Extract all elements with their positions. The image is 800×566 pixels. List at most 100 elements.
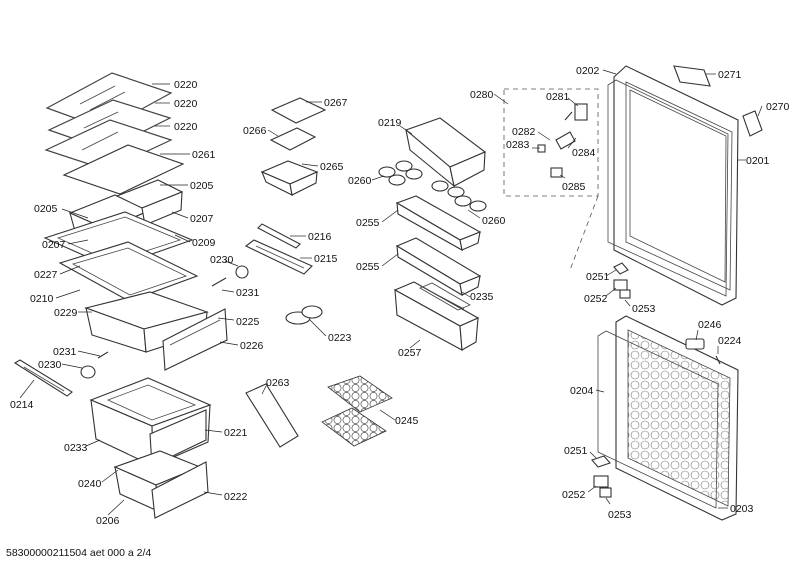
part-label: 0246 xyxy=(698,319,722,331)
part-label: 0222 xyxy=(224,491,248,503)
part-label: 0271 xyxy=(718,69,742,81)
part-label: 0229 xyxy=(54,307,78,319)
part-label: 0260 xyxy=(482,215,506,227)
part-label: 0231 xyxy=(53,346,77,358)
freezer-gasket-0204 xyxy=(597,330,719,509)
hinge-0251-upper xyxy=(613,262,629,275)
hinge-0253-upper xyxy=(619,289,631,299)
part-label: 0283 xyxy=(506,139,530,151)
egg-cups-0260-upper xyxy=(378,160,423,186)
part-label: 0267 xyxy=(324,97,348,109)
part-label: 0227 xyxy=(34,269,58,281)
freezer-basket-small-front xyxy=(151,461,209,519)
part-label: 0207 xyxy=(42,239,66,251)
part-label: 0231 xyxy=(236,287,260,299)
part-label: 0284 xyxy=(572,147,596,159)
drawer-frame-lower xyxy=(58,241,199,302)
shelf-cover-plate xyxy=(62,144,185,195)
part-label: 0223 xyxy=(328,332,352,344)
part-label: 0233 xyxy=(64,442,88,454)
part-label: 0209 xyxy=(192,237,216,249)
roller-left xyxy=(80,365,96,379)
part-label: 0240 xyxy=(78,478,102,490)
part-label: 0207 xyxy=(190,213,214,225)
leader-lines xyxy=(19,69,763,516)
egg-tray-0245-top xyxy=(327,375,393,413)
egg-cups-0260-lower xyxy=(431,180,487,212)
part-label: 0280 xyxy=(470,89,494,101)
diagram-footer: 58300000211504 aet 000 a 2/4 xyxy=(6,547,151,559)
label-0271 xyxy=(673,65,711,87)
fridge-door-0202 xyxy=(613,65,739,306)
part-label: 0219 xyxy=(378,117,402,129)
pin-left xyxy=(97,351,109,359)
egg-tray-0245-bottom xyxy=(321,407,387,447)
part-label: 0281 xyxy=(546,91,570,103)
part-label: 0265 xyxy=(320,161,344,173)
part-label: 0201 xyxy=(746,155,770,167)
part-label: 0282 xyxy=(512,126,536,138)
hinge-0251-lower xyxy=(591,455,611,468)
sheet-0266 xyxy=(269,127,317,151)
crisper-front-panel xyxy=(162,308,228,371)
part-label: 0220 xyxy=(174,79,198,91)
part-label: 0251 xyxy=(586,271,610,283)
part-label: 0224 xyxy=(718,335,742,347)
part-label: 0285 xyxy=(562,181,586,193)
part-label: 0205 xyxy=(190,180,214,192)
clips-0223 xyxy=(285,305,323,325)
part-label: 0216 xyxy=(308,231,332,243)
hinge-0253-lower xyxy=(599,487,612,498)
part-labels: 0220 0220 0220 0261 0205 0205 0207 0207 … xyxy=(10,65,790,527)
thermostat-parts xyxy=(537,103,588,178)
part-label: 0235 xyxy=(470,291,494,303)
part-label: 0260 xyxy=(348,175,372,187)
part-label: 0225 xyxy=(236,316,260,328)
part-label: 0245 xyxy=(395,415,419,427)
part-label: 0263 xyxy=(266,377,290,389)
glass-shelf-lower xyxy=(44,119,173,171)
part-label: 0251 xyxy=(564,445,588,457)
handle-0270 xyxy=(742,110,763,137)
tray-0265 xyxy=(260,160,319,196)
screw-0224 xyxy=(715,355,721,365)
part-label: 0261 xyxy=(192,149,216,161)
part-label: 0253 xyxy=(632,303,656,315)
drain-channel xyxy=(13,359,73,397)
part-label: 0230 xyxy=(38,359,62,371)
part-label: 0257 xyxy=(398,347,422,359)
part-label: 0206 xyxy=(96,515,120,527)
roller-0230 xyxy=(235,265,249,279)
part-label: 0221 xyxy=(224,427,248,439)
door-bin-0255-upper xyxy=(395,195,482,252)
part-label: 0230 xyxy=(210,254,234,266)
hinge-0246 xyxy=(685,338,705,350)
small-drawer-right xyxy=(115,179,184,226)
thermostat-detail-box xyxy=(503,88,599,271)
door-bin-0257 xyxy=(393,281,480,351)
part-label: 0270 xyxy=(766,101,790,113)
part-label: 0215 xyxy=(314,253,338,265)
ice-plate-0263 xyxy=(245,383,299,448)
hinge-0252-upper xyxy=(613,279,628,291)
bottle-retainer-0235 xyxy=(419,282,471,311)
part-label: 0252 xyxy=(562,489,586,501)
part-label: 0255 xyxy=(356,217,380,229)
part-label: 0266 xyxy=(243,125,267,137)
part-label: 0204 xyxy=(570,385,594,397)
part-label: 0255 xyxy=(356,261,380,273)
part-label: 0205 xyxy=(34,203,58,215)
part-label: 0226 xyxy=(240,340,264,352)
freezer-door-0203 xyxy=(615,315,739,521)
rail-0215 xyxy=(244,239,313,275)
rail-0216 xyxy=(257,223,301,249)
part-label: 0220 xyxy=(174,121,198,133)
part-label: 0214 xyxy=(10,399,34,411)
crisper-drawer xyxy=(84,291,209,353)
part-label: 0252 xyxy=(584,293,608,305)
butter-box-0219 xyxy=(404,117,487,188)
part-label: 0210 xyxy=(30,293,54,305)
part-label: 0253 xyxy=(608,509,632,521)
tray-lid-0267 xyxy=(270,97,327,124)
